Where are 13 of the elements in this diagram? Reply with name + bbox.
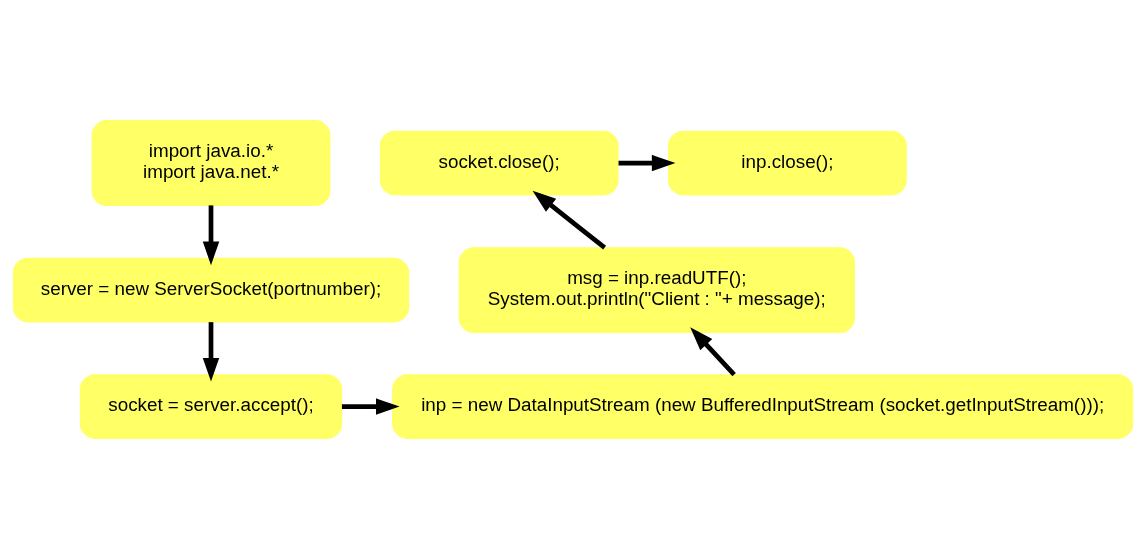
arrow: [690, 326, 736, 376]
node-box: server = new ServerSocket(portnumber);: [12, 257, 410, 322]
arrow: [202, 204, 220, 265]
arrow: [341, 397, 400, 415]
arrow: [618, 154, 676, 171]
arrow: [532, 190, 607, 249]
node-box: socket = server.accept();: [79, 373, 343, 439]
node-box: inp = new DataInputStream (new BufferedInputStream (socket.getInputStream()));: [392, 373, 1134, 439]
arrow: [202, 321, 220, 382]
node-box: import java.io.* import java.net.*: [91, 119, 331, 206]
node-box: inp.close();: [668, 130, 907, 195]
node-box: msg = inp.readUTF(); System.out.println("Client : "+ message);: [458, 246, 855, 333]
node-box: socket.close();: [379, 130, 619, 195]
